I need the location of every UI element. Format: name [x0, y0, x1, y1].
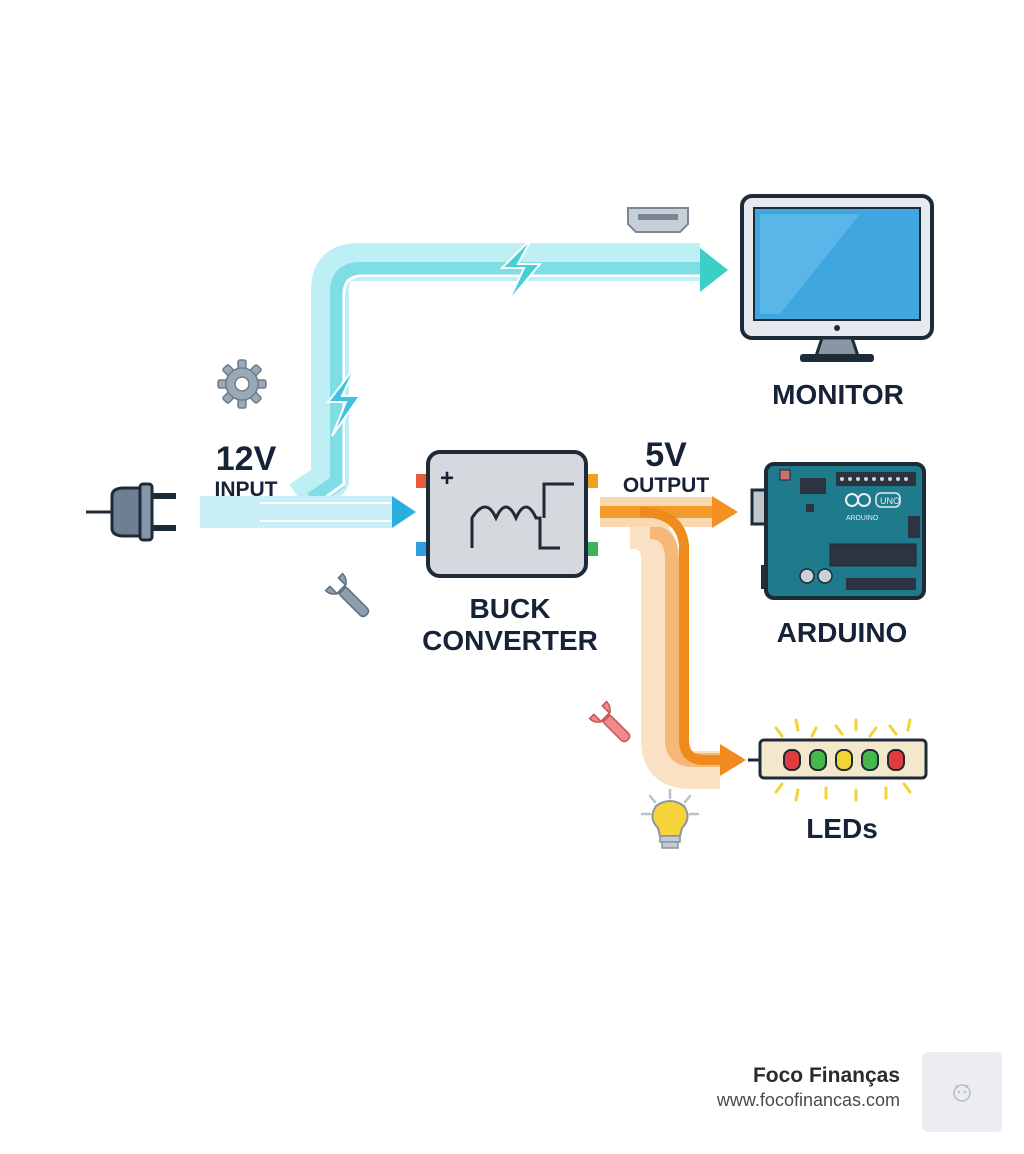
wrench-icon	[324, 572, 370, 618]
brand-url[interactable]: www.focofinancas.com	[716, 1090, 900, 1110]
flow-output	[600, 496, 746, 789]
lightning-bolt-icon	[499, 237, 543, 303]
input-voltage-label: 12V	[216, 440, 277, 478]
wrench-icon	[588, 700, 631, 743]
leds-label: LEDs	[806, 813, 878, 844]
hdmi-port-icon	[627, 207, 689, 233]
power-plug-icon	[86, 482, 176, 542]
brand-name: Foco Finanças	[752, 1064, 900, 1087]
arduino-board-icon: UNO ARDUINO	[750, 462, 926, 600]
converter-label-line1: BUCK	[470, 593, 551, 624]
board-brand: ARDUINO	[846, 515, 879, 522]
input-label: INPUT	[215, 478, 278, 501]
arduino-label: ARDUINO	[777, 617, 908, 648]
monitor-icon	[740, 194, 934, 362]
flow-to-monitor	[289, 243, 728, 516]
flow-input	[200, 496, 416, 528]
gear-icon	[217, 359, 267, 409]
light-bulb-icon	[640, 788, 700, 849]
plus-sign: +	[440, 465, 454, 492]
output-voltage-label: 5V	[645, 436, 687, 474]
buck-converter-module: +	[416, 450, 598, 578]
lightning-bolt-icon	[325, 365, 362, 437]
led-strip-icon	[748, 718, 928, 802]
monitor-label: MONITOR	[772, 379, 904, 410]
converter-label-line2: CONVERTER	[422, 625, 598, 656]
board-badge: UNO	[880, 496, 900, 506]
output-label: OUTPUT	[623, 474, 710, 497]
brand-logo-icon	[922, 1052, 1002, 1132]
